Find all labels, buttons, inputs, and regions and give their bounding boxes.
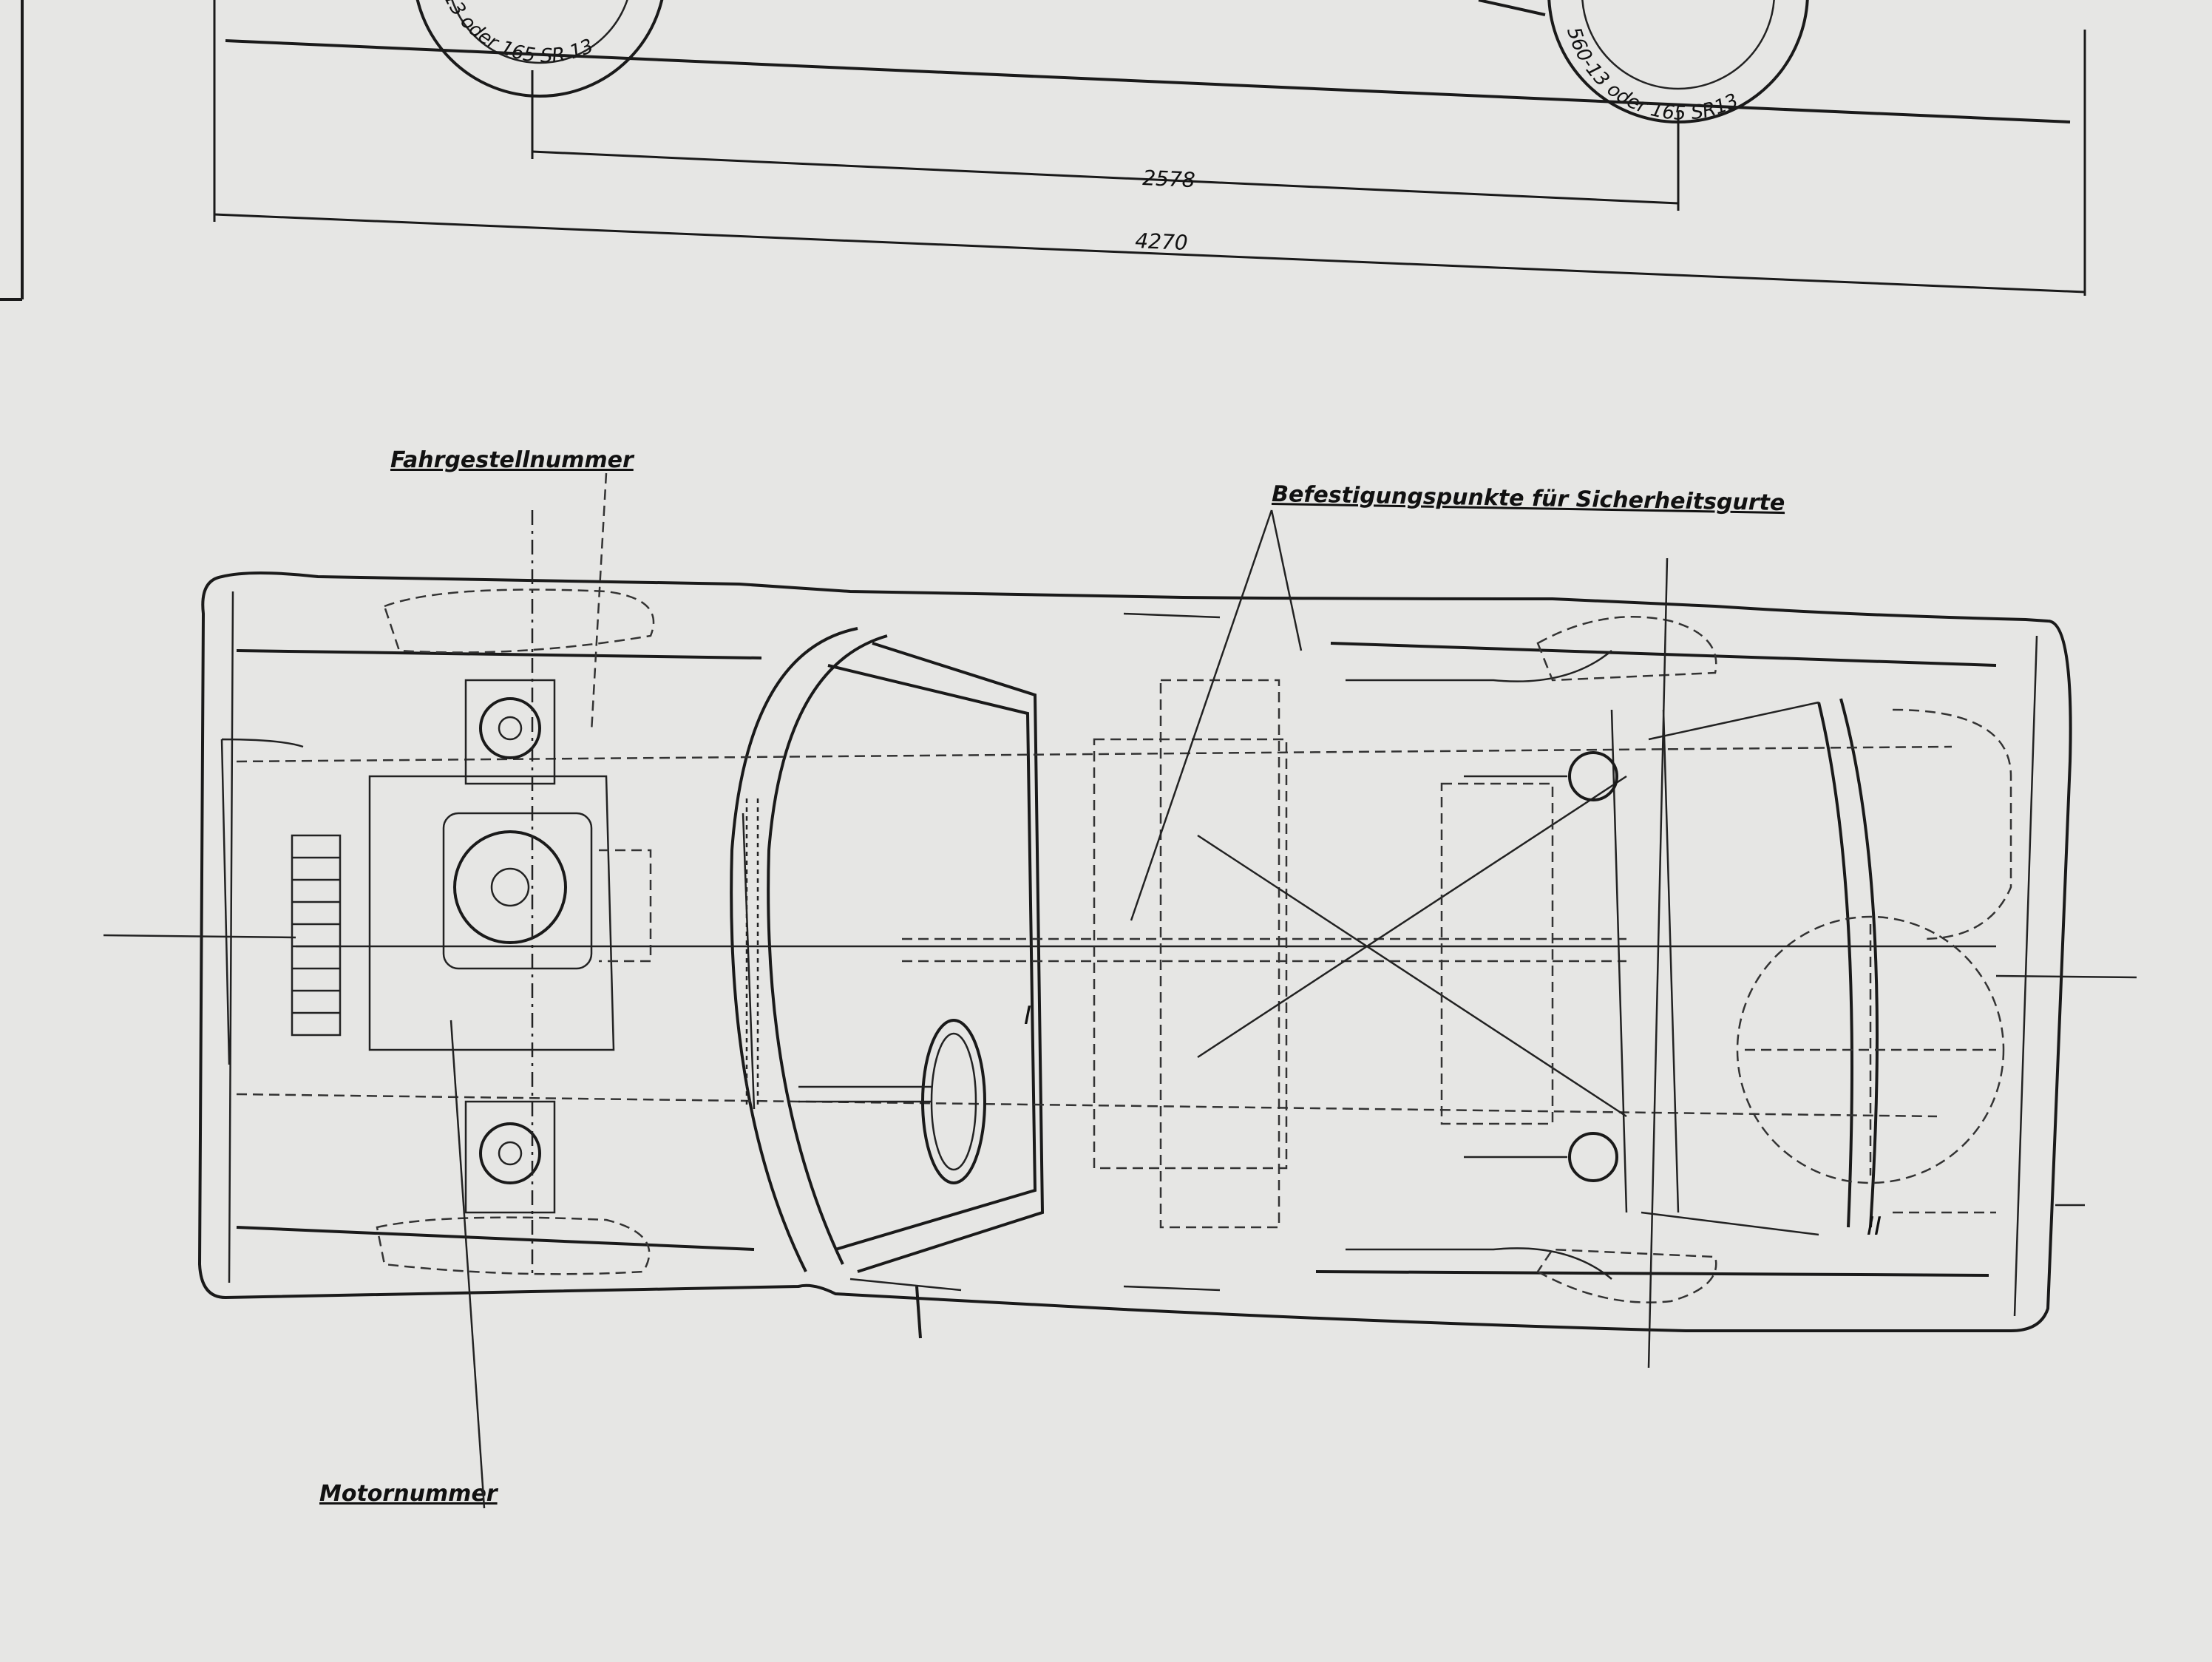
front-seat-marker: I bbox=[1024, 1001, 1031, 1031]
wheelbase-dimension: 2578 bbox=[531, 70, 1680, 211]
overall-length-dimension: 4270 bbox=[213, 0, 2086, 296]
rear-axle-line bbox=[1647, 557, 1669, 1368]
door-handle bbox=[915, 1286, 922, 1339]
side-view-rear-wheel: 560-13 oder 165 SR13 bbox=[1478, 0, 1809, 125]
rear-tire-label: 560-13 oder 165 SR13 bbox=[1562, 24, 1742, 124]
centerline-rear bbox=[1995, 974, 2137, 979]
spare-wheel bbox=[1736, 915, 2005, 1184]
cowl-vent bbox=[745, 798, 759, 1109]
side-view-front-wheel: 13 oder 165 SR 13 bbox=[415, 0, 664, 98]
front-suspension-left bbox=[464, 679, 556, 785]
wheelbase-value: 2578 bbox=[1142, 166, 1196, 192]
overall-length-value: 4270 bbox=[1135, 228, 1189, 255]
engine-number-callout: Motornummer bbox=[319, 1020, 499, 1509]
centerline-front bbox=[103, 934, 296, 939]
seatbelt-points-callout: Befestigungspunkte für Sicherheitsgurte bbox=[1130, 481, 1785, 921]
steering-wheel bbox=[798, 1019, 986, 1184]
seatbelt-points-label: Befestigungspunkte für Sicherheitsgurte bbox=[1272, 481, 1785, 516]
engine-block bbox=[368, 775, 652, 1051]
ground-line bbox=[225, 39, 2071, 123]
rear-spring-left bbox=[1568, 751, 1618, 801]
engine-number-label: Motornummer bbox=[319, 1481, 499, 1507]
chassis-number-callout: Fahrgestellnummer bbox=[390, 447, 635, 733]
rear-spring-right bbox=[1568, 1132, 1618, 1182]
chassis-number-label: Fahrgestellnummer bbox=[390, 447, 635, 473]
front-suspension-right bbox=[464, 1100, 556, 1214]
rear-seat-marker: II bbox=[1867, 1212, 1882, 1241]
radiator bbox=[291, 834, 342, 1037]
car-plan-view: I II bbox=[103, 510, 2137, 1368]
